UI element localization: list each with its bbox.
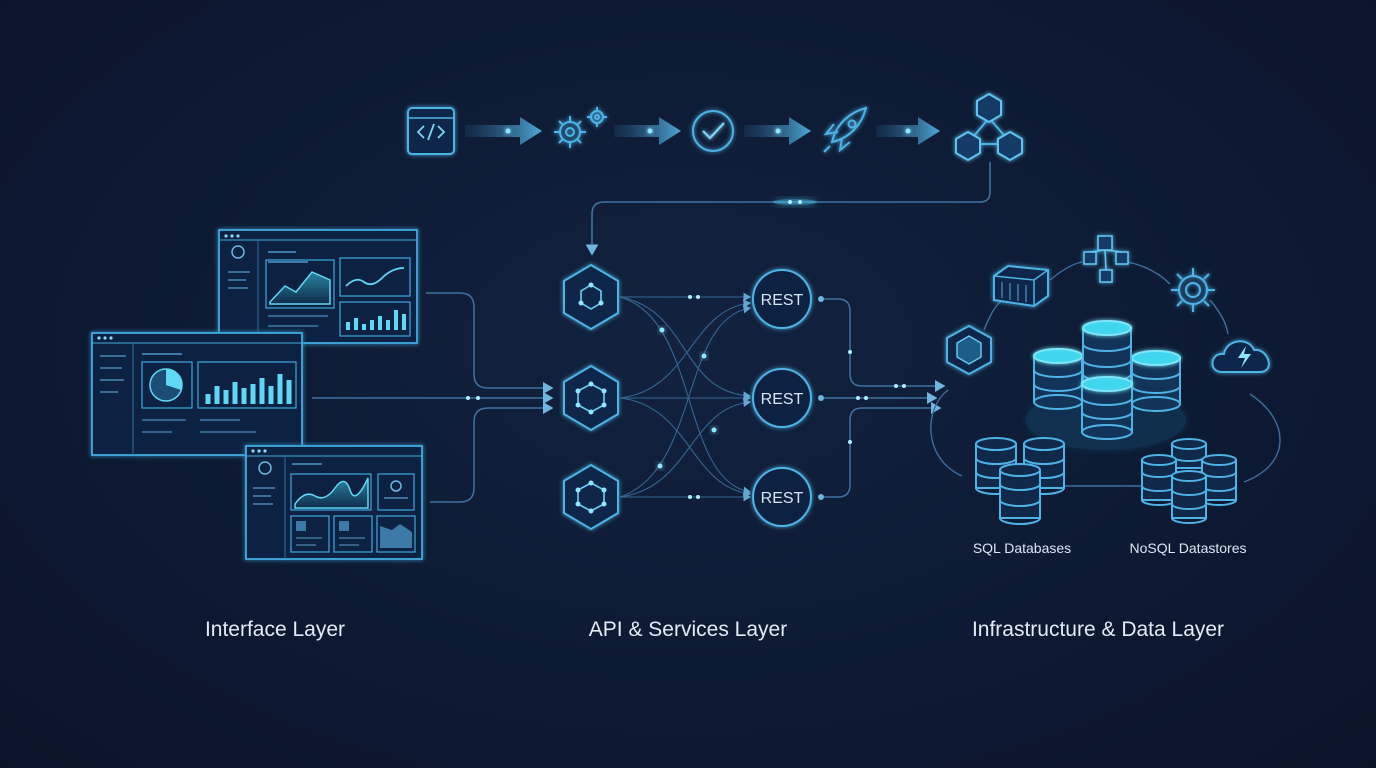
infrastructure-data-layer-label: Infrastructure & Data Layer <box>971 618 1225 641</box>
check-icon <box>692 110 734 152</box>
nosql-datastores-label: NoSQL Datastores <box>1129 540 1247 556</box>
hex-cluster-icon <box>955 92 1023 162</box>
dashboard-window-middle <box>91 332 303 456</box>
cube-icon <box>946 324 992 376</box>
network-cube-icon <box>1083 235 1129 283</box>
pipeline-arrow <box>876 117 940 145</box>
sql-databases-label: SQL Databases <box>972 540 1072 556</box>
db-stack-back-left <box>1033 348 1083 410</box>
interface-layer <box>91 229 423 560</box>
nosql-datastores <box>1141 438 1237 524</box>
rest-endpoint-3: REST <box>752 467 812 527</box>
db-stack-front <box>1081 376 1133 440</box>
interface-layer-label: Interface Layer <box>204 618 346 641</box>
code-icon <box>407 107 455 155</box>
rocket-icon <box>823 106 868 153</box>
rest-label: REST <box>761 490 804 507</box>
deployment-pipeline <box>407 92 1023 162</box>
dashboard-window-top <box>218 229 418 344</box>
rest-endpoint-2: REST <box>752 368 812 428</box>
pipeline-arrow <box>744 117 811 145</box>
db-stack-back-right <box>1131 350 1181 412</box>
rest-label: REST <box>761 391 804 408</box>
infrastructure-layer <box>930 235 1281 525</box>
gear-icon <box>1171 268 1215 312</box>
service-mesh-connections <box>619 292 752 502</box>
dashboard-window-bottom <box>245 445 423 560</box>
interface-connectors <box>312 292 554 503</box>
service-node-2 <box>563 364 619 432</box>
mesh-glow-points <box>657 295 717 499</box>
feedback-connector <box>585 162 991 256</box>
central-database-cluster <box>1026 320 1186 450</box>
rest-label: REST <box>761 292 804 309</box>
rest-connectors <box>818 296 946 500</box>
pipeline-arrow <box>614 117 681 145</box>
api-services-layer: REST REST REST <box>563 263 812 531</box>
api-services-layer-label: API & Services Layer <box>588 618 788 641</box>
gears-icon <box>554 107 607 148</box>
sql-databases <box>975 437 1065 525</box>
pipeline-arrow <box>465 117 542 145</box>
container-icon <box>993 264 1049 308</box>
service-node-3 <box>563 463 619 531</box>
service-node-1 <box>563 263 619 331</box>
rest-endpoint-1: REST <box>752 269 812 329</box>
cloud-lightning-icon <box>1211 340 1270 373</box>
